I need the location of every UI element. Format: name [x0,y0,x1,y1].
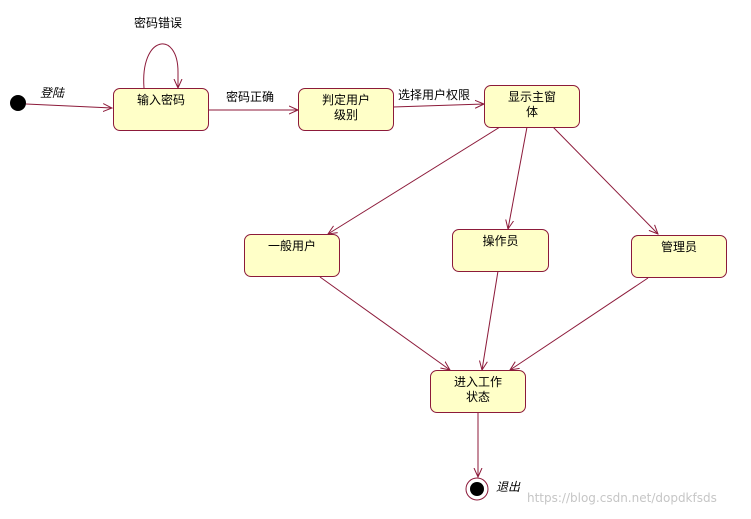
state-work[interactable]: 进入工作 状态 [430,370,526,413]
label-password-correct: 密码正确 [226,90,275,104]
transition-operator-to-work [482,270,499,370]
label-logout: 退出 [496,480,521,494]
transition-login [25,104,112,108]
transition-to-admin [552,126,658,234]
state-judge-level[interactable]: 判定用户 级别 [298,88,394,131]
state-operator[interactable]: 操作员 [452,229,549,272]
label-password-error: 密码错误 [134,16,183,30]
watermark: https://blog.csdn.net/dopdkfsds [527,491,717,505]
state-input-password[interactable]: 输入密码 [113,88,209,131]
transition-admin-to-work [510,277,649,370]
label-choose-permission: 选择用户权限 [398,88,471,102]
label-login: 登陆 [40,86,65,100]
state-normal-user[interactable]: 一般用户 [244,234,340,277]
transition-password-error [143,43,178,88]
transition-to-operator [508,126,528,229]
transition-normal-to-work [319,276,450,370]
transition-to-normal-user [328,126,501,234]
state-admin[interactable]: 管理员 [631,235,727,278]
state-show-main[interactable]: 显示主窗 体 [484,85,580,128]
transition-choose-permission [392,104,484,107]
initial-node [10,95,26,111]
final-node-inner [470,482,484,496]
